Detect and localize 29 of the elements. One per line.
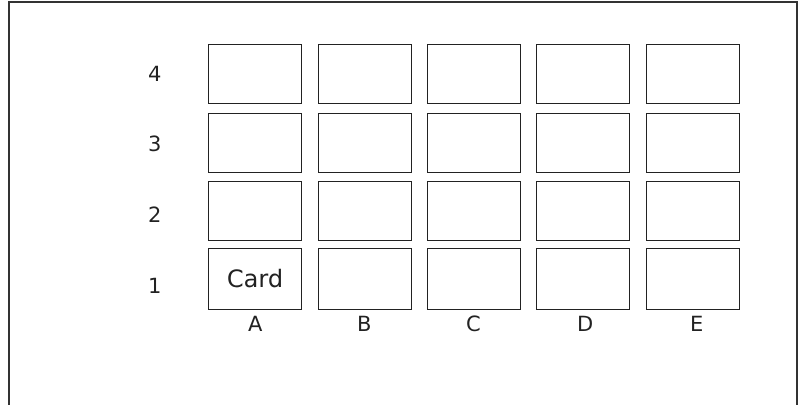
row-label: 1 xyxy=(148,274,162,298)
column-label: C xyxy=(466,312,481,336)
column-label: D xyxy=(577,312,594,336)
empty-box xyxy=(427,44,521,104)
empty-box xyxy=(318,248,412,310)
row-label: 3 xyxy=(148,132,162,156)
empty-box xyxy=(427,248,521,310)
empty-box xyxy=(318,44,412,104)
empty-box xyxy=(536,248,630,310)
empty-box xyxy=(427,113,521,173)
column-label: A xyxy=(248,312,262,336)
empty-box xyxy=(536,181,630,241)
empty-box xyxy=(646,113,740,173)
empty-box xyxy=(427,181,521,241)
column-label: E xyxy=(690,312,704,336)
empty-box xyxy=(318,181,412,241)
empty-box xyxy=(646,248,740,310)
empty-box xyxy=(646,181,740,241)
empty-box xyxy=(208,181,302,241)
empty-box xyxy=(208,113,302,173)
row-label: 4 xyxy=(148,62,162,86)
empty-box xyxy=(646,44,740,104)
empty-box xyxy=(208,44,302,104)
row-label: 2 xyxy=(148,203,162,227)
empty-box xyxy=(536,44,630,104)
empty-box xyxy=(536,113,630,173)
column-label: B xyxy=(357,312,372,336)
card-box: Card xyxy=(208,248,302,310)
empty-box xyxy=(318,113,412,173)
